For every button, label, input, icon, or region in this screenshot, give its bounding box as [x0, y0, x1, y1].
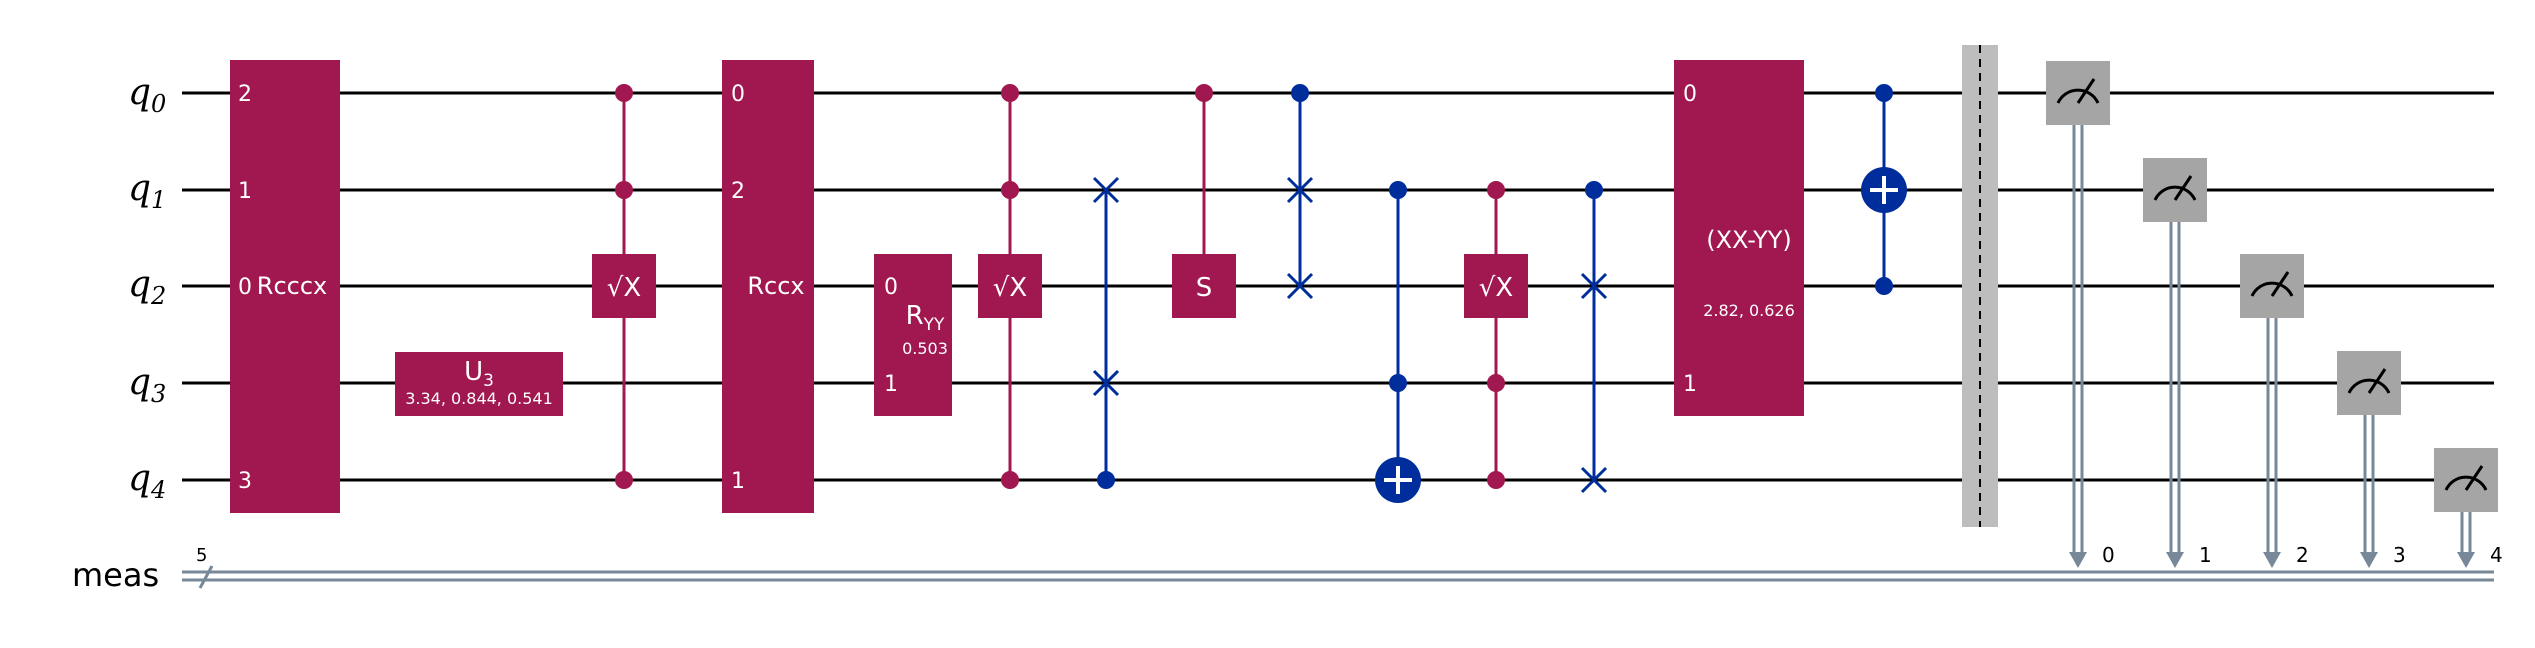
- measurements: 0 1 2 3 4: [2046, 61, 2503, 568]
- classical-width-label: 5: [196, 545, 207, 566]
- meter-icon: [2347, 378, 2391, 394]
- rccx-gate: 0 2 1 Rccx: [722, 60, 814, 513]
- ryy-param: 0.503: [902, 339, 948, 358]
- control-dot: [1195, 84, 1213, 102]
- arrow-down-icon: [2263, 552, 2281, 568]
- xx-minus-yy-gate: 0 1 (XX-YY) 2.82, 0.626: [1674, 60, 1804, 416]
- xxmyy-qubit-label: 0: [1683, 82, 1697, 107]
- control-dot: [615, 84, 633, 102]
- qubit-label-q0: q0: [128, 72, 166, 118]
- control-dot: [1001, 181, 1019, 199]
- measure-bit-label: 2: [2296, 543, 2309, 567]
- rcccx-qubit-label: 2: [238, 82, 252, 107]
- arrow-down-icon: [2069, 552, 2087, 568]
- meter-icon: [2250, 281, 2294, 297]
- classical-register-label: meas: [72, 556, 159, 594]
- cswap-gate-2: [1286, 84, 1314, 300]
- ryy-qubit-label: 1: [884, 372, 898, 397]
- bus-slash: [198, 565, 214, 589]
- meter-icon: [2444, 475, 2488, 491]
- sx-label: √X: [1479, 273, 1513, 303]
- s-label: S: [1196, 273, 1213, 303]
- rcccx-gate: 2 1 0 3 Rcccx: [230, 60, 340, 513]
- swap-x-icon: [1286, 272, 1314, 300]
- meter-icon: [2153, 185, 2197, 201]
- sx-label: √X: [993, 273, 1027, 303]
- qubit-label-q2: q2: [128, 264, 166, 310]
- control-dot: [1585, 181, 1603, 199]
- qubit-label-q1: q1: [128, 168, 166, 214]
- rccx-label: Rccx: [747, 272, 804, 300]
- qubit-label-q4: q4: [128, 458, 166, 504]
- arrow-down-icon: [2166, 552, 2184, 568]
- ryy-qubit-label: 0: [884, 275, 898, 300]
- control-dot: [1487, 374, 1505, 392]
- measure-bit-label: 3: [2393, 543, 2406, 567]
- xxmyy-qubit-label: 1: [1683, 372, 1697, 397]
- u3-label: U3: [464, 357, 494, 391]
- control-dot: [1001, 84, 1019, 102]
- ryy-gate: 0 1 RYY 0.503: [874, 254, 952, 416]
- measure-bit-label: 4: [2490, 543, 2503, 567]
- qubit-label-q3: q3: [128, 362, 166, 408]
- control-dot: [1875, 277, 1893, 295]
- rcccx-label: Rcccx: [257, 272, 327, 300]
- ccc-sx-gate-3: √X: [1464, 181, 1528, 489]
- quantum-wires: [182, 91, 2494, 482]
- control-dot: [615, 181, 633, 199]
- measure-bit-label: 0: [2102, 543, 2115, 567]
- measure-gate: 4: [2434, 448, 2503, 568]
- xxmyy-params: 2.82, 0.626: [1703, 301, 1795, 320]
- rcccx-qubit-label: 3: [238, 469, 252, 494]
- cswap-gate-3: [1580, 181, 1608, 494]
- swap-x-icon: [1092, 176, 1120, 204]
- ccc-sx-gate-1: √X: [592, 84, 656, 489]
- swap-x-icon: [1092, 369, 1120, 397]
- control-dot: [1487, 181, 1505, 199]
- control-dot: [615, 471, 633, 489]
- classical-wire: 5: [182, 545, 2494, 589]
- measure-bit-label: 1: [2199, 543, 2212, 567]
- measure-gate: 2: [2240, 254, 2309, 568]
- control-dot: [1001, 471, 1019, 489]
- ccc-sx-gate-2: √X: [978, 84, 1042, 489]
- control-dot: [1097, 471, 1115, 489]
- sx-label: √X: [607, 273, 641, 303]
- u3-params: 3.34, 0.844, 0.541: [405, 389, 553, 408]
- meter-icon: [2056, 88, 2100, 104]
- arrow-down-icon: [2457, 552, 2475, 568]
- rcccx-qubit-label: 0: [238, 275, 252, 300]
- control-dot: [1389, 181, 1407, 199]
- ryy-label: RYY: [906, 301, 945, 335]
- rccx-qubit-label: 0: [731, 82, 745, 107]
- control-dot: [1389, 374, 1407, 392]
- rccx-qubit-label: 1: [731, 469, 745, 494]
- ccx-gate: [1375, 181, 1421, 503]
- cnot-gate: [1861, 84, 1907, 295]
- control-dot: [1291, 84, 1309, 102]
- rcccx-qubit-label: 1: [238, 179, 252, 204]
- register-labels: q0 q1 q2 q3 q4 meas: [72, 72, 166, 594]
- rccx-qubit-label: 2: [731, 179, 745, 204]
- measure-gate: 1: [2143, 158, 2212, 568]
- xxmyy-label: (XX-YY): [1706, 226, 1792, 254]
- control-dot: [1487, 471, 1505, 489]
- measure-gate: 3: [2337, 351, 2406, 568]
- measure-gate: 0: [2046, 61, 2115, 568]
- barrier: [1962, 45, 1998, 527]
- arrow-down-icon: [2360, 552, 2378, 568]
- control-dot: [1875, 84, 1893, 102]
- swap-x-icon: [1286, 176, 1314, 204]
- u3-gate: U3 3.34, 0.844, 0.541: [395, 352, 563, 416]
- cs-gate: S: [1172, 84, 1236, 318]
- swap-x-icon: [1580, 466, 1608, 494]
- cswap-gate-1: [1092, 176, 1120, 489]
- swap-x-icon: [1580, 272, 1608, 300]
